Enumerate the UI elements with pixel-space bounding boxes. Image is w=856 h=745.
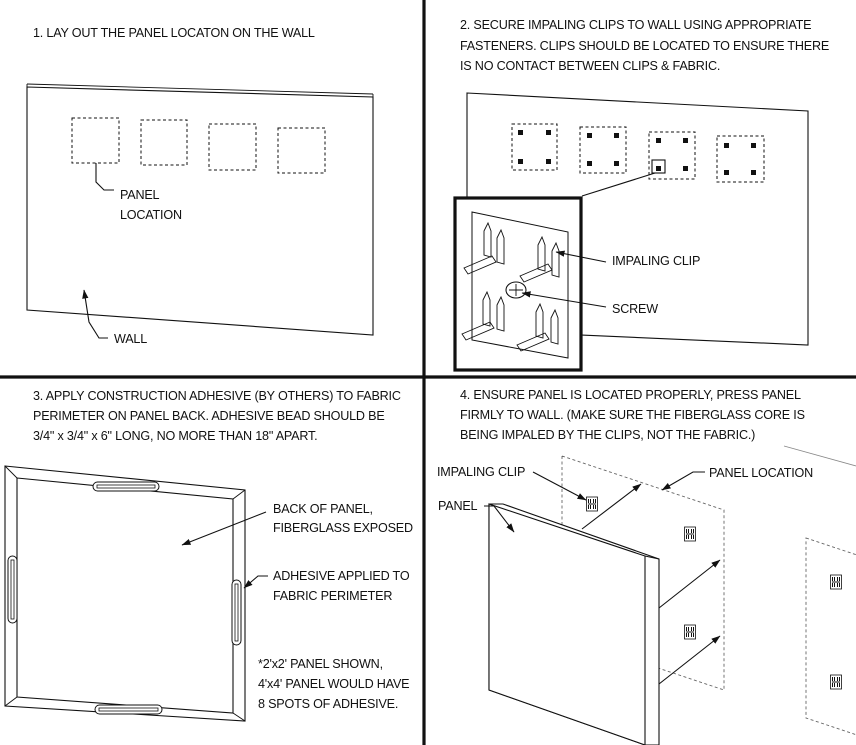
adhesive-label-line1: ADHESIVE APPLIED TO xyxy=(273,569,410,583)
clip-location-outline xyxy=(716,135,765,183)
step-1-title: 1. LAY OUT THE PANEL LOCATON ON THE WALL xyxy=(33,26,315,40)
panel-location-label: PANEL LOCATION xyxy=(709,466,813,480)
step-2-title-line1: 2. SECURE IMPALING CLIPS TO WALL USING A… xyxy=(460,18,811,32)
press-arrow xyxy=(658,559,721,609)
impaling-clip-leader xyxy=(555,250,607,263)
press-arrow xyxy=(581,483,642,530)
step-1-panel: 1. LAY OUT THE PANEL LOCATON ON THE WALL… xyxy=(26,26,374,346)
screw-head xyxy=(505,281,527,299)
panel-location-outline xyxy=(140,119,188,166)
clip-dots xyxy=(518,130,756,175)
panel-leader xyxy=(484,505,515,533)
adhesive-bead-top xyxy=(92,481,160,492)
clip-location-outline xyxy=(648,131,696,180)
panel-fiberglass-face xyxy=(16,477,234,714)
panel-location-outline-adjacent xyxy=(805,537,856,736)
clip-location-outline xyxy=(579,126,627,174)
screw-leader xyxy=(521,291,607,308)
impaling-clip-icon xyxy=(684,624,696,640)
step-3-title-line2: PERIMETER ON PANEL BACK. ADHESIVE BEAD S… xyxy=(33,409,385,423)
back-of-panel-leader xyxy=(181,511,267,546)
panel-label: PANEL xyxy=(438,499,478,513)
panel-front-face xyxy=(488,503,646,745)
panel-back-drawing xyxy=(4,465,246,722)
impaling-clip-icon xyxy=(684,526,696,542)
note-line3: 8 SPOTS OF ADHESIVE. xyxy=(258,697,398,711)
step-4-title-line2: FIRMLY TO WALL. (MAKE SURE THE FIBERGLAS… xyxy=(460,408,805,422)
step-2-panel: 2. SECURE IMPALING CLIPS TO WALL USING A… xyxy=(453,18,829,372)
note-line1: *2'x2' PANEL SHOWN, xyxy=(258,657,383,671)
panel-location-leader xyxy=(95,163,114,191)
panel-being-pressed xyxy=(488,503,660,745)
wall-leader-arrow xyxy=(82,289,108,339)
screw-slot xyxy=(509,284,523,296)
adhesive-beads xyxy=(7,481,242,715)
clip-location-outline xyxy=(511,123,558,171)
screw-label: SCREW xyxy=(612,302,658,316)
adhesive-leader xyxy=(243,575,268,589)
panel-location-outline xyxy=(208,123,257,171)
detail-callout-line xyxy=(581,172,656,197)
step-3-title-line3: 3/4" x 3/4" x 6" LONG, NO MORE THAN 18" … xyxy=(33,429,317,443)
adhesive-bead-bottom xyxy=(94,704,163,715)
panel-location-outline xyxy=(277,127,326,174)
press-arrows xyxy=(581,483,721,685)
wall-edge-line xyxy=(783,445,856,467)
panel-location-label-line1: PANEL xyxy=(120,188,160,202)
adhesive-bead-right xyxy=(231,579,242,646)
wall-label: WALL xyxy=(114,332,147,346)
impaling-clip-detail xyxy=(453,196,583,372)
step-2-title-line2: FASTENERS. CLIPS SHOULD BE LOCATED TO EN… xyxy=(460,39,829,53)
impaling-clip-label: IMPALING CLIP xyxy=(437,465,525,479)
clip-plate xyxy=(471,211,569,359)
step-2-title-line3: IS NO CONTACT BETWEEN CLIPS & FABRIC. xyxy=(460,59,720,73)
impaling-clip-icon xyxy=(830,674,842,690)
panel-location-label-line2: LOCATION xyxy=(120,208,182,222)
clip-prongs xyxy=(461,221,560,352)
step-3-panel: 3. APPLY CONSTRUCTION ADHESIVE (BY OTHER… xyxy=(4,389,413,722)
step-4-panel: 4. ENSURE PANEL IS LOCATED PROPERLY, PRE… xyxy=(437,388,856,745)
wall-drawing xyxy=(26,83,374,336)
wall-top-edge xyxy=(26,83,374,95)
back-of-panel-label-line1: BACK OF PANEL, xyxy=(273,502,373,516)
impaling-clip-icon xyxy=(830,574,842,590)
adhesive-bead-left xyxy=(7,555,18,624)
impaling-clip-icon xyxy=(586,496,598,512)
detail-highlight-box xyxy=(651,159,666,174)
panel-location-leader xyxy=(661,471,705,491)
note-line2: 4'x4' PANEL WOULD HAVE xyxy=(258,677,409,691)
step-4-title-line1: 4. ENSURE PANEL IS LOCATED PROPERLY, PRE… xyxy=(460,388,801,402)
wall-face xyxy=(26,86,374,336)
back-of-panel-label-line2: FIBERGLASS EXPOSED xyxy=(273,521,413,535)
press-arrow xyxy=(658,635,721,685)
adhesive-label-line2: FABRIC PERIMETER xyxy=(273,589,392,603)
step-3-title-line1: 3. APPLY CONSTRUCTION ADHESIVE (BY OTHER… xyxy=(33,389,401,403)
impaling-clip-label: IMPALING CLIP xyxy=(612,254,700,268)
step-4-title-line3: BEING IMPALED BY THE CLIPS, NOT THE FABR… xyxy=(460,428,755,442)
impaling-clip-leader xyxy=(532,471,587,501)
